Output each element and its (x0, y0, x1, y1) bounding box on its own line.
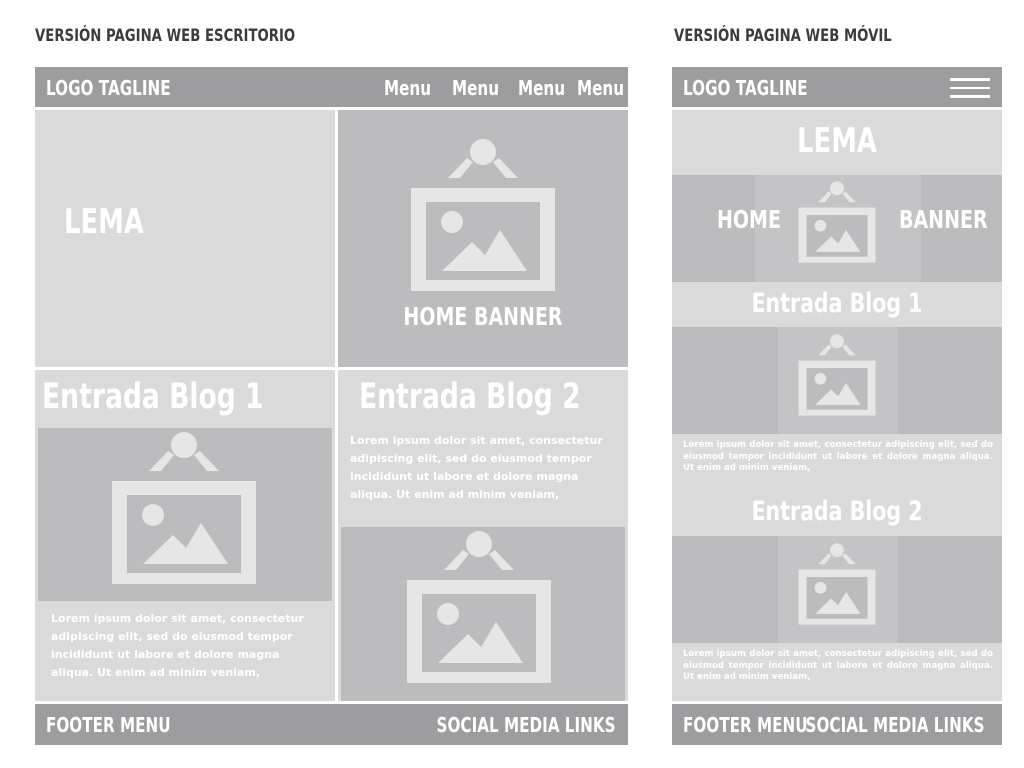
desktop-header-bar: LOGO TAGLINE Menu Menu Menu Menu (35, 67, 628, 107)
mobile-lema-panel: LEMA (672, 110, 1002, 175)
desktop-blog-post-1[interactable]: Entrada Blog 1 Lorem ipsum dolor sit ame… (35, 370, 335, 701)
desktop-blog1-image (38, 428, 332, 601)
desktop-lema-text: LEMA (64, 202, 144, 242)
desktop-menu-item-4[interactable]: Menu (577, 76, 625, 100)
mobile-blog2-image (672, 536, 1002, 643)
mobile-blog1-image (672, 327, 1002, 434)
desktop-footer-bar: FOOTER MENU SOCIAL MEDIA LINKS (35, 704, 628, 745)
mobile-home-banner[interactable]: HOME BANNER (672, 175, 1002, 282)
mobile-blog2-excerpt: Lorem ipsum dolor sit amet, consectetur … (683, 649, 993, 682)
picture-frame-icon (406, 527, 552, 687)
mobile-section-heading: VERSIÓN PAGINA WEB MÓVIL (674, 26, 892, 46)
desktop-blog2-excerpt: Lorem ipsum dolor sit amet, consectetur … (350, 434, 603, 501)
desktop-menu-item-2[interactable]: Menu (452, 76, 500, 100)
picture-frame-icon (111, 429, 257, 587)
desktop-lema-panel: LEMA (35, 110, 335, 367)
mobile-blog1-title[interactable]: Entrada Blog 1 (751, 288, 923, 319)
mobile-logo-tagline[interactable]: LOGO TAGLINE (683, 76, 808, 100)
desktop-blog2-image (341, 527, 625, 701)
mobile-blog1-title-bar: Entrada Blog 1 (672, 282, 1002, 327)
desktop-menu-item-3[interactable]: Menu (518, 76, 566, 100)
mobile-lema-text: LEMA (797, 121, 877, 161)
desktop-social-links[interactable]: SOCIAL MEDIA LINKS (436, 713, 616, 737)
mobile-footer-bar: FOOTER MENU SOCIAL MEDIA LINKS (672, 704, 1002, 745)
mobile-blog1-excerpt: Lorem ipsum dolor sit amet, consectetur … (683, 440, 993, 473)
mobile-social-links[interactable]: SOCIAL MEDIA LINKS (805, 713, 985, 737)
mobile-blog-text-panel: Lorem ipsum dolor sit amet, consectetur … (672, 434, 1002, 536)
hamburger-menu-icon[interactable] (950, 78, 990, 104)
mobile-banner-home-label: HOME (717, 205, 781, 234)
picture-frame-icon (798, 333, 876, 417)
picture-frame-icon (798, 542, 876, 626)
desktop-blog2-title: Entrada Blog 2 (359, 377, 581, 417)
mobile-header-bar: LOGO TAGLINE (672, 67, 1002, 107)
desktop-logo-tagline[interactable]: LOGO TAGLINE (46, 76, 171, 100)
picture-frame-icon (798, 180, 876, 264)
desktop-footer-menu[interactable]: FOOTER MENU (46, 713, 171, 737)
mobile-blog2-title[interactable]: Entrada Blog 2 (751, 496, 923, 527)
picture-frame-icon (410, 138, 556, 292)
desktop-blog1-excerpt: Lorem ipsum dolor sit amet, consectetur … (51, 612, 304, 679)
desktop-menu-item-1[interactable]: Menu (384, 76, 432, 100)
desktop-blog1-title: Entrada Blog 1 (42, 377, 264, 417)
desktop-blog-post-2[interactable]: Entrada Blog 2 Lorem ipsum dolor sit ame… (338, 370, 628, 701)
mobile-banner-banner-label: BANNER (899, 205, 988, 234)
desktop-section-heading: VERSIÓN PAGINA WEB ESCRITORIO (35, 26, 296, 46)
mobile-blog2-text-panel: Lorem ipsum dolor sit amet, consectetur … (672, 643, 1002, 701)
desktop-home-banner[interactable]: HOME BANNER (338, 110, 628, 367)
mobile-footer-menu[interactable]: FOOTER MENU (683, 713, 808, 737)
desktop-banner-label: HOME BANNER (403, 302, 563, 331)
